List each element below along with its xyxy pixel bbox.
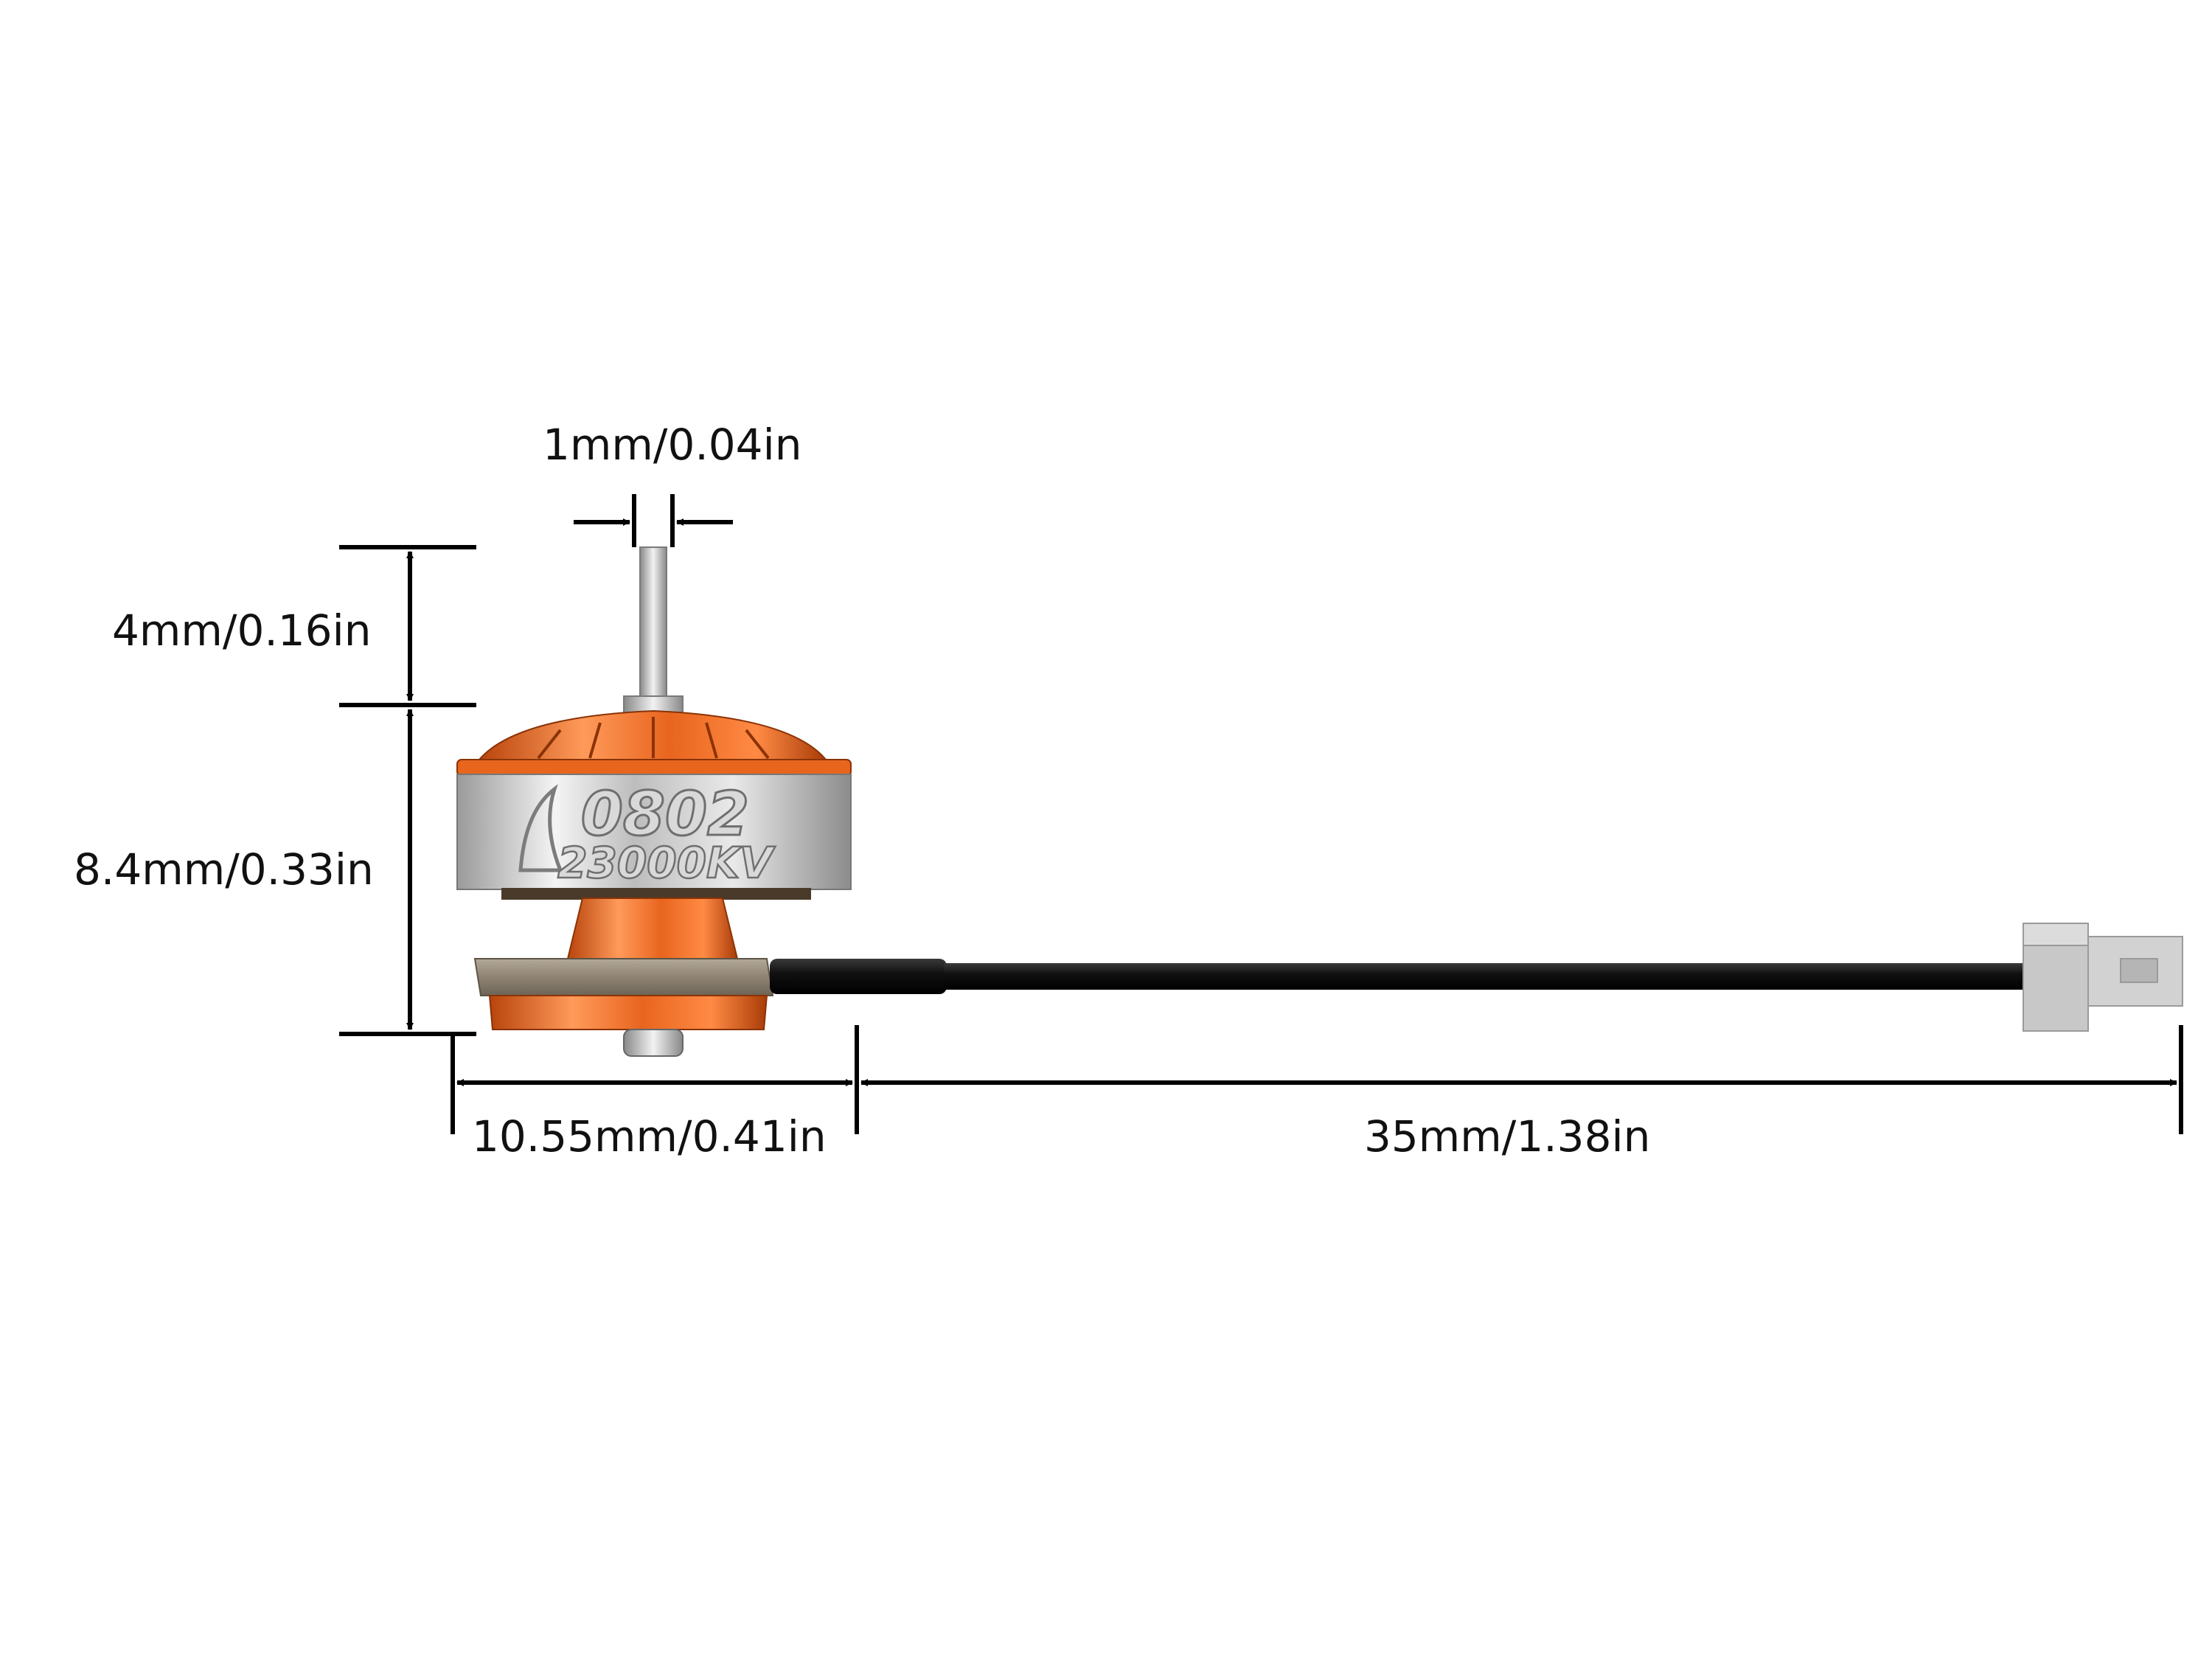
cable-wire	[944, 963, 2050, 990]
bottom-screw	[623, 1029, 684, 1057]
heat-shrink	[770, 959, 947, 994]
motor: 0802 23000KV	[456, 546, 852, 1057]
orange-rim	[456, 759, 852, 777]
connector-latch	[2023, 923, 2089, 946]
mounting-plate	[473, 958, 774, 996]
motor-kv-text: 23000KV	[557, 838, 776, 888]
shaft-diameter-label: 1mm/0.04in	[543, 420, 802, 470]
shaft-length-label: 4mm/0.16in	[112, 605, 372, 656]
connector	[2023, 923, 2183, 1032]
motor-model-text: 0802	[581, 780, 749, 850]
motor-width-label: 10.55mm/0.41in	[472, 1111, 827, 1162]
motor-windings	[501, 888, 811, 900]
motor-cable	[770, 959, 2050, 994]
connector-pin-slot	[2120, 958, 2158, 983]
motor-base	[566, 898, 739, 959]
top-cap-spokes	[537, 717, 770, 760]
motor-bottom	[488, 995, 768, 1030]
motor-shaft	[639, 546, 667, 704]
motor-height-label: 8.4mm/0.33in	[74, 844, 374, 895]
connector-head	[2087, 936, 2183, 1007]
dimension-lines	[339, 494, 2183, 1134]
cable-length-label: 35mm/1.38in	[1364, 1111, 1651, 1162]
brand-logo-icon	[518, 784, 563, 872]
